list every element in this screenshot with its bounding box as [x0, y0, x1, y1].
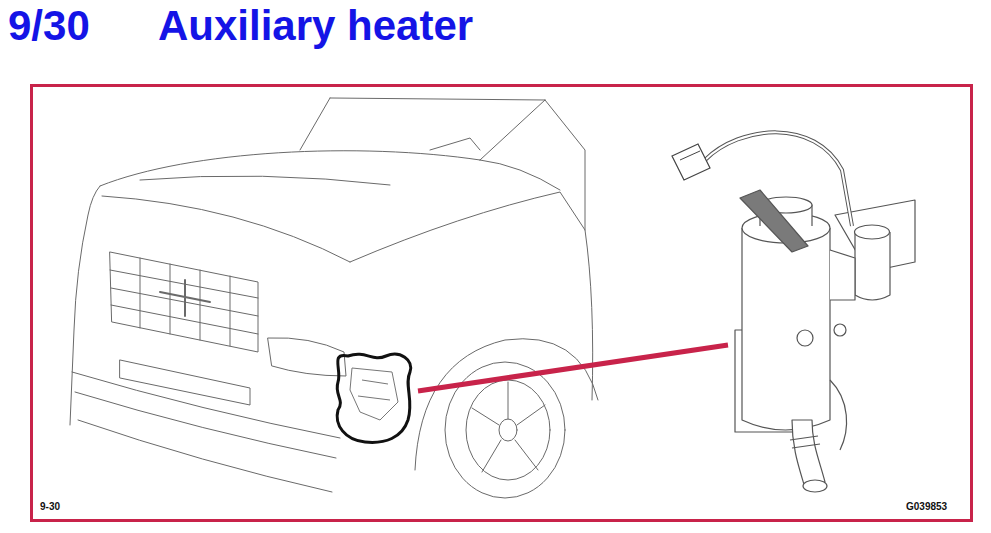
drawing-code: G039853 [906, 501, 947, 513]
hose [830, 380, 847, 450]
wiper-line [430, 138, 480, 150]
pipe [792, 420, 825, 488]
hose-clamp [790, 436, 820, 448]
wheel-arch [415, 339, 598, 470]
port [797, 330, 813, 346]
flag-bracket [740, 190, 808, 252]
port [834, 324, 846, 336]
cowl-line [480, 160, 560, 190]
bumper-line [75, 392, 336, 458]
pointer-line [418, 345, 728, 391]
heater-unit [735, 190, 915, 492]
hood-crease [140, 176, 390, 185]
car-drawing [70, 98, 598, 498]
location-circle [337, 354, 411, 442]
badge [160, 280, 210, 316]
connector-detail [680, 151, 700, 160]
frame [32, 86, 972, 521]
hub [499, 419, 517, 441]
burner-body [742, 228, 830, 430]
pillar-line [545, 100, 585, 230]
rim [466, 380, 550, 480]
pump [855, 232, 890, 300]
connector [672, 144, 710, 180]
pipe-end [803, 480, 827, 492]
heater-detail [350, 368, 398, 420]
headlight [268, 338, 346, 376]
car-body-line [70, 186, 100, 425]
bumper-line [78, 420, 332, 492]
cable-outer [705, 132, 852, 226]
cable [672, 132, 852, 226]
heater-detail [358, 380, 390, 400]
windshield-line [300, 98, 545, 160]
hood-front-line [102, 196, 350, 262]
hood-line [100, 151, 480, 186]
spokes [472, 382, 545, 472]
grille [110, 252, 258, 352]
heater-location [350, 368, 398, 420]
pump-top [855, 225, 890, 239]
page-title: Auxiliary heater [158, 2, 473, 50]
figure-number: 9-30 [40, 501, 60, 513]
fuel-line [830, 250, 855, 300]
cable-inner [705, 132, 852, 226]
air-intake [120, 360, 250, 405]
section-number: 9/30 [8, 2, 90, 50]
grille-bars [110, 258, 258, 346]
